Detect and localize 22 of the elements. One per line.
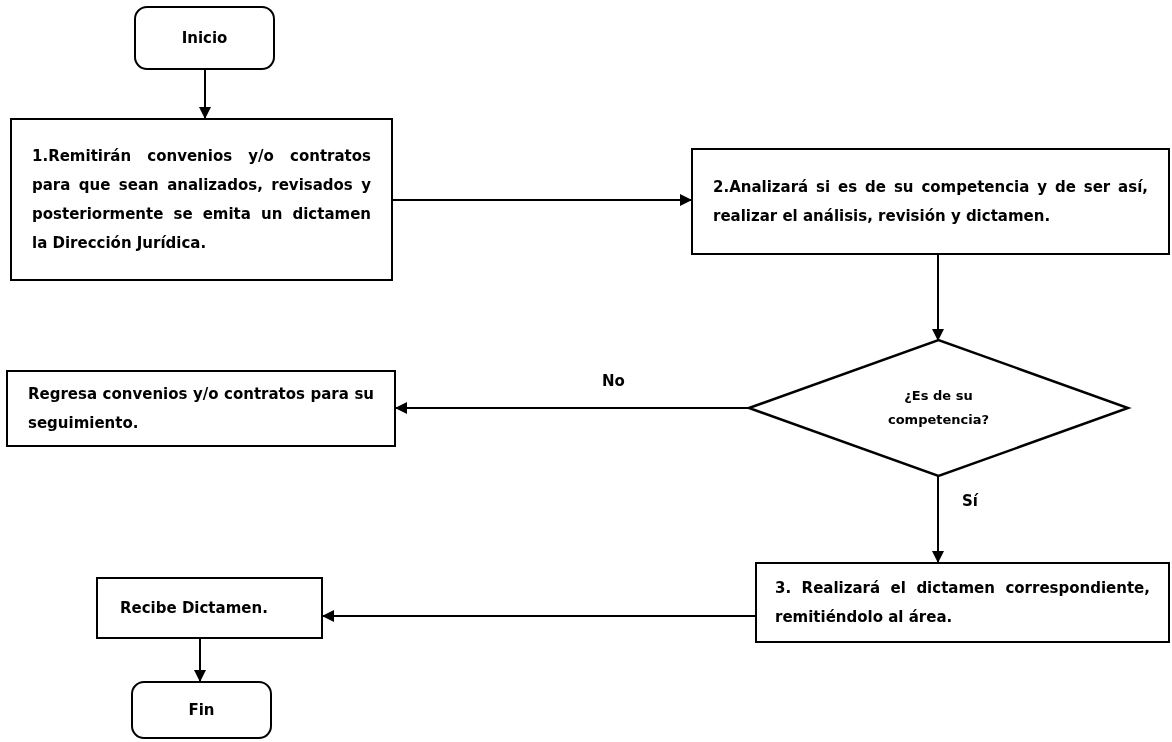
arrow xyxy=(932,254,944,341)
process-box xyxy=(96,577,323,639)
step-text: ¿Es de su competencia? xyxy=(886,387,991,429)
arrow xyxy=(194,638,206,682)
step-text: 3. Realizará el dictamen correspondiente, remitiéndolo al área. xyxy=(775,577,1150,628)
arrow xyxy=(322,610,756,622)
terminator-box xyxy=(131,681,272,739)
process-box xyxy=(691,148,1170,255)
step-text: Recibe Dictamen. xyxy=(120,597,269,619)
arrow xyxy=(392,194,692,206)
arrow xyxy=(932,475,944,563)
process-box xyxy=(6,370,396,447)
arrow xyxy=(199,69,211,119)
step-text: 2.Analizará si es de su competencia y de ser así, realizar el análisis, revisión y dictamen. xyxy=(713,176,1148,227)
step-text: 1.Remitirán convenios y/o contratos para que sean analizados, revisados y posteriormente se emita un dictamen la Dirección Jurídica. xyxy=(32,145,371,254)
terminator-box xyxy=(134,6,275,70)
step-text: Fin xyxy=(187,699,216,721)
arrow xyxy=(395,402,750,414)
step-text: Inicio xyxy=(180,27,229,49)
process-box xyxy=(10,118,393,281)
process-box xyxy=(755,562,1170,643)
step-text: Regresa convenios y/o contratos para su seguimiento. xyxy=(28,383,374,434)
